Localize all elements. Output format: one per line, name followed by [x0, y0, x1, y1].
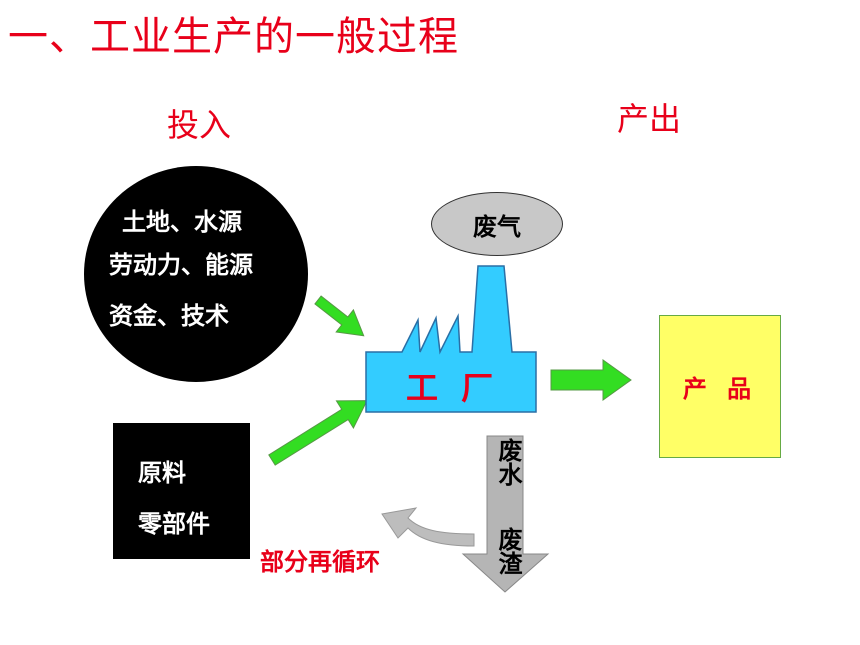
product-label: 产 品	[682, 375, 758, 403]
recycle-label: 部分再循环	[260, 548, 380, 576]
waste-line-2: 废渣	[494, 527, 522, 575]
arrow-factory-to-product	[550, 359, 632, 401]
arrow-inputs-to-factory	[314, 295, 365, 337]
recycle-arrow-icon	[381, 507, 475, 547]
waste-down-arrow	[461, 435, 550, 593]
materials-box	[113, 423, 250, 559]
inputs-line-2: 劳动力、能源	[109, 251, 253, 279]
materials-line-1: 原料	[138, 459, 186, 487]
inputs-circle	[84, 166, 308, 382]
output-heading: 产出	[617, 100, 682, 138]
input-heading: 投入	[167, 106, 232, 144]
product-box: 产 品	[659, 315, 781, 458]
exhaust-ellipse: 废气	[431, 192, 563, 256]
waste-line-1: 废水	[494, 438, 522, 486]
inputs-line-3: 资金、技术	[109, 302, 229, 330]
inputs-line-1: 土地、水源	[122, 208, 242, 236]
factory-icon	[365, 265, 537, 413]
materials-line-2: 零部件	[138, 510, 210, 538]
page-title: 一、工业生产的一般过程	[8, 14, 459, 60]
factory-label: 工 厂	[406, 369, 500, 407]
exhaust-label: 废气	[473, 212, 521, 241]
arrow-materials-to-factory	[268, 400, 368, 466]
